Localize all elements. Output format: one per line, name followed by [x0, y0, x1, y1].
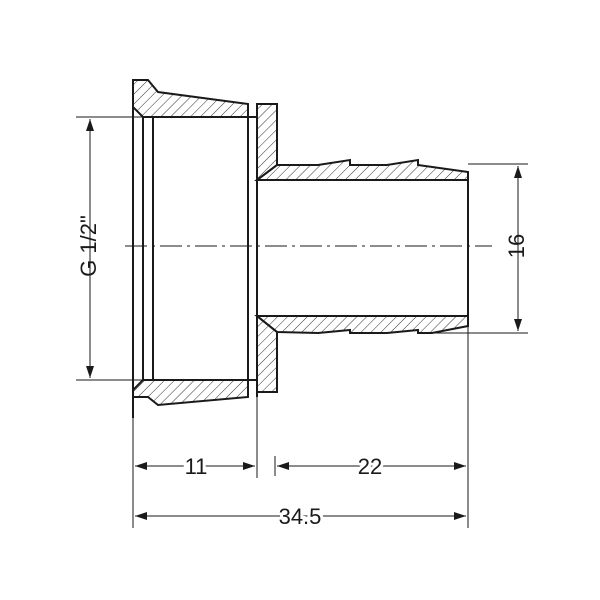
tail-bottom-barbed-wall-section	[254, 315, 469, 335]
nut-bottom-wall-section	[132, 379, 249, 407]
tail-length-label: 22	[358, 454, 382, 479]
tail-diameter-label: 16	[504, 234, 529, 258]
tail-top-barbed-wall-section	[254, 158, 469, 181]
overall-length-label: 34.5	[279, 504, 322, 529]
nut-top-wall-section	[132, 79, 249, 118]
thread-dimension-label: G 1/2"	[76, 215, 101, 277]
nut-length-label: 11	[185, 454, 208, 479]
